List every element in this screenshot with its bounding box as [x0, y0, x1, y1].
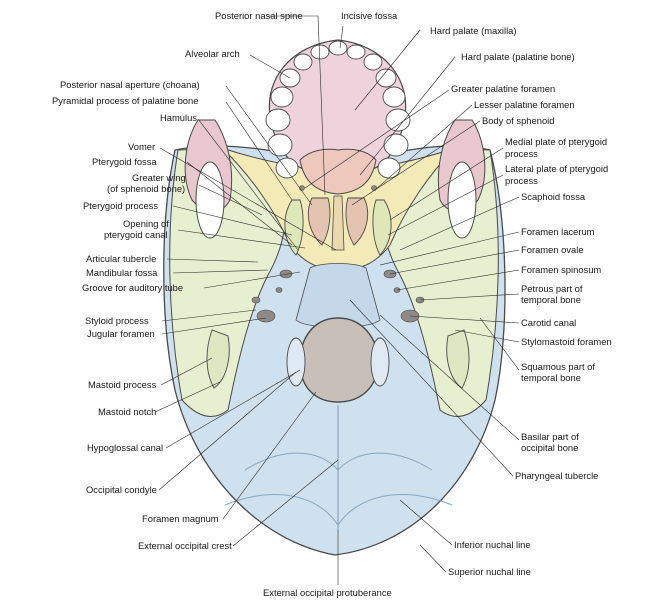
label-petrous-2: temporal bone [521, 294, 581, 305]
posterior-nasal-aperture-left [307, 197, 331, 246]
label-body-of-sphenoid: Body of sphenoid [482, 115, 554, 126]
label-styloid-process: Styloid process [85, 315, 149, 326]
label-jugular-foramen: Jugular foramen [87, 328, 155, 339]
label-foramen-magnum: Foramen magnum [142, 513, 219, 524]
pterygoid-process-right [372, 199, 392, 256]
label-vomer: Vomer [128, 141, 155, 152]
foramen-magnum [299, 317, 379, 403]
label-opening-canal-1: Opening of [123, 218, 169, 229]
label-scaphoid-fossa: Scaphoid fossa [521, 191, 586, 202]
label-foramen-lacerum: Foramen lacerum [521, 226, 595, 237]
label-articular-tubercle: Articular tubercle [86, 253, 156, 264]
label-hypoglossal-canal: Hypoglossal canal [87, 442, 163, 453]
label-lesser-palatine-foramen: Lesser palatine foramen [474, 99, 575, 110]
temporal-fossa-opening-left [195, 161, 225, 239]
label-medial-plate-1: Medial plate of pterygoid [505, 136, 607, 147]
inferior-nuchal-line-curve [244, 452, 433, 471]
label-opening-canal-2: pterygoid canal [104, 229, 168, 240]
label-basilar-1: Basilar part of [521, 431, 579, 442]
label-squamous-1: Squamous part of [521, 361, 595, 372]
hard-palate-palatine [299, 148, 377, 195]
label-occipital-condyle: Occipital condyle [86, 484, 157, 495]
label-foramen-spinosum: Foramen spinosum [521, 264, 601, 275]
label-lateral-plate-2: process [505, 175, 538, 186]
label-basilar-2: occipital bone [521, 442, 578, 453]
label-alveolar-arch: Alveolar arch [185, 48, 240, 59]
label-greater-wing-1: Greater wing [132, 172, 186, 183]
label-pterygoid-process: Pterygoid process [83, 200, 158, 211]
label-posterior-nasal-spine: Posterior nasal spine [215, 10, 303, 21]
label-pyramidal-process: Pyramidal process of palatine bone [52, 95, 198, 106]
basilar-part-occipital [295, 263, 381, 328]
leader-lines [154, 15, 520, 585]
foramina [251, 185, 425, 323]
label-superior-nuchal-line: Superior nuchal line [448, 566, 531, 577]
label-hard-palate-maxilla: Hard palate (maxilla) [430, 25, 517, 36]
label-foramen-ovale: Foramen ovale [521, 244, 584, 255]
occipital-condyle-left [286, 337, 306, 387]
label-external-occipital-crest: External occipital crest [138, 540, 232, 551]
label-mastoid-notch: Mastoid notch [98, 406, 156, 417]
label-external-occipital-protuberance: External occipital protuberance [263, 587, 392, 598]
label-inferior-nuchal-line: Inferior nuchal line [454, 539, 531, 550]
label-mandibular-fossa: Mandibular fossa [86, 267, 158, 278]
label-greater-palatine-foramen: Greater palatine foramen [451, 83, 555, 94]
label-petrous-1: Petrous part of [521, 283, 583, 294]
label-carotid-canal: Carotid canal [521, 317, 576, 328]
posterior-nasal-aperture-right [345, 197, 369, 246]
label-greater-wing-2: (of sphenoid bone) [107, 183, 185, 194]
occipital-condyle-right [370, 337, 390, 387]
label-stylomastoid-foramen: Stylomastoid foramen [521, 336, 612, 347]
label-groove-auditory-tube: Groove for auditory tube [82, 282, 183, 293]
pterygoid-process-left [284, 199, 304, 256]
superior-nuchal-line-curve [224, 494, 453, 526]
skull-illustration [163, 39, 506, 556]
label-hamulus: Hamulus [160, 112, 197, 123]
label-mastoid-process: Mastoid process [88, 379, 157, 390]
label-hard-palate-palatine: Hard palate (palatine bone) [461, 51, 575, 62]
label-pharyngeal-tubercle: Pharyngeal tubercle [515, 470, 598, 481]
mastoid-process-right [446, 329, 470, 389]
mastoid-process-left [206, 329, 230, 389]
label-medial-plate-2: process [505, 148, 538, 159]
label-lateral-plate-1: Lateral plate of pterygoid [505, 163, 608, 174]
label-squamous-2: temporal bone [521, 372, 581, 383]
label-posterior-nasal-aperture: Posterior nasal aperture (choana) [60, 79, 200, 90]
vomer [331, 195, 345, 251]
label-pterygoid-fossa: Pterygoid fossa [92, 156, 157, 167]
labels: Posterior nasal spine Incisive fossa Har… [52, 10, 612, 598]
label-incisive-fossa: Incisive fossa [341, 10, 398, 21]
teeth [265, 40, 411, 179]
